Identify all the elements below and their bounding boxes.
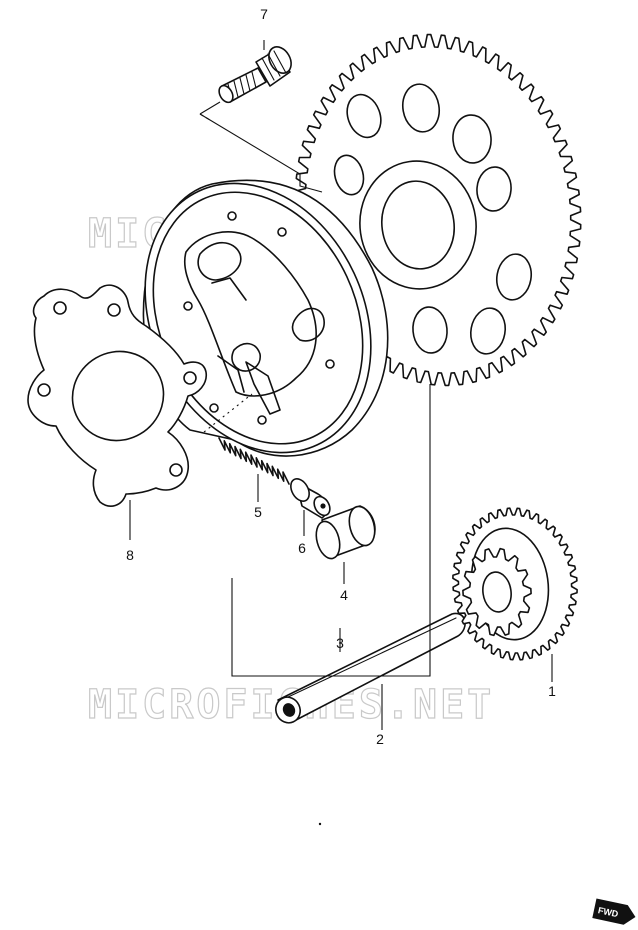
- fwd-arrow-icon: [592, 898, 636, 925]
- plate-part: [27, 284, 208, 507]
- callout-1: 1: [548, 683, 556, 699]
- callout-5: 5: [254, 504, 262, 520]
- shaft-part: [275, 612, 466, 724]
- spring-part: [218, 437, 290, 485]
- callout-4: 4: [340, 587, 348, 603]
- callout-3: 3: [336, 635, 344, 651]
- driven-gear: [452, 507, 578, 661]
- callout-6: 6: [298, 540, 306, 556]
- callout-8: 8: [126, 547, 134, 563]
- roller-part: [315, 505, 376, 560]
- print-dot: [318, 822, 322, 826]
- leader-lines: [129, 40, 553, 730]
- plunger-part: [290, 478, 331, 519]
- callout-7: 7: [260, 6, 268, 22]
- callout-2: 2: [376, 731, 384, 747]
- fwd-label: FWD: [597, 905, 620, 919]
- fwd-arrow-badge: FWD: [592, 898, 636, 925]
- bolt-part: [218, 46, 292, 104]
